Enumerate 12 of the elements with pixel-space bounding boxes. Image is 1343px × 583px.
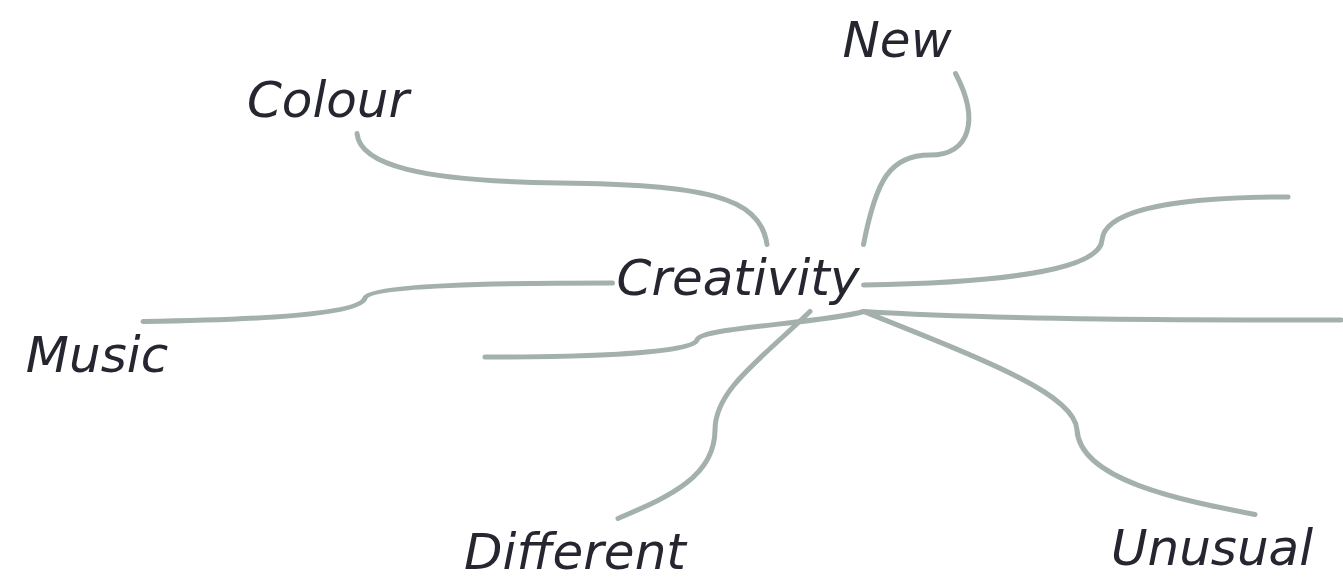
topic-word: Music	[21, 321, 173, 389]
topic-word: Different	[460, 518, 690, 583]
branch-line	[861, 309, 1258, 517]
topic-word: Creativity	[612, 244, 864, 312]
branch-line	[354, 131, 770, 247]
topic-word: Colour	[242, 66, 414, 134]
branch-line	[140, 280, 615, 324]
branch-line	[615, 309, 813, 521]
branch-line	[861, 71, 972, 247]
topic-word: New	[838, 6, 956, 74]
topic-word: Unusual	[1106, 514, 1318, 582]
branch-line	[861, 194, 1291, 288]
